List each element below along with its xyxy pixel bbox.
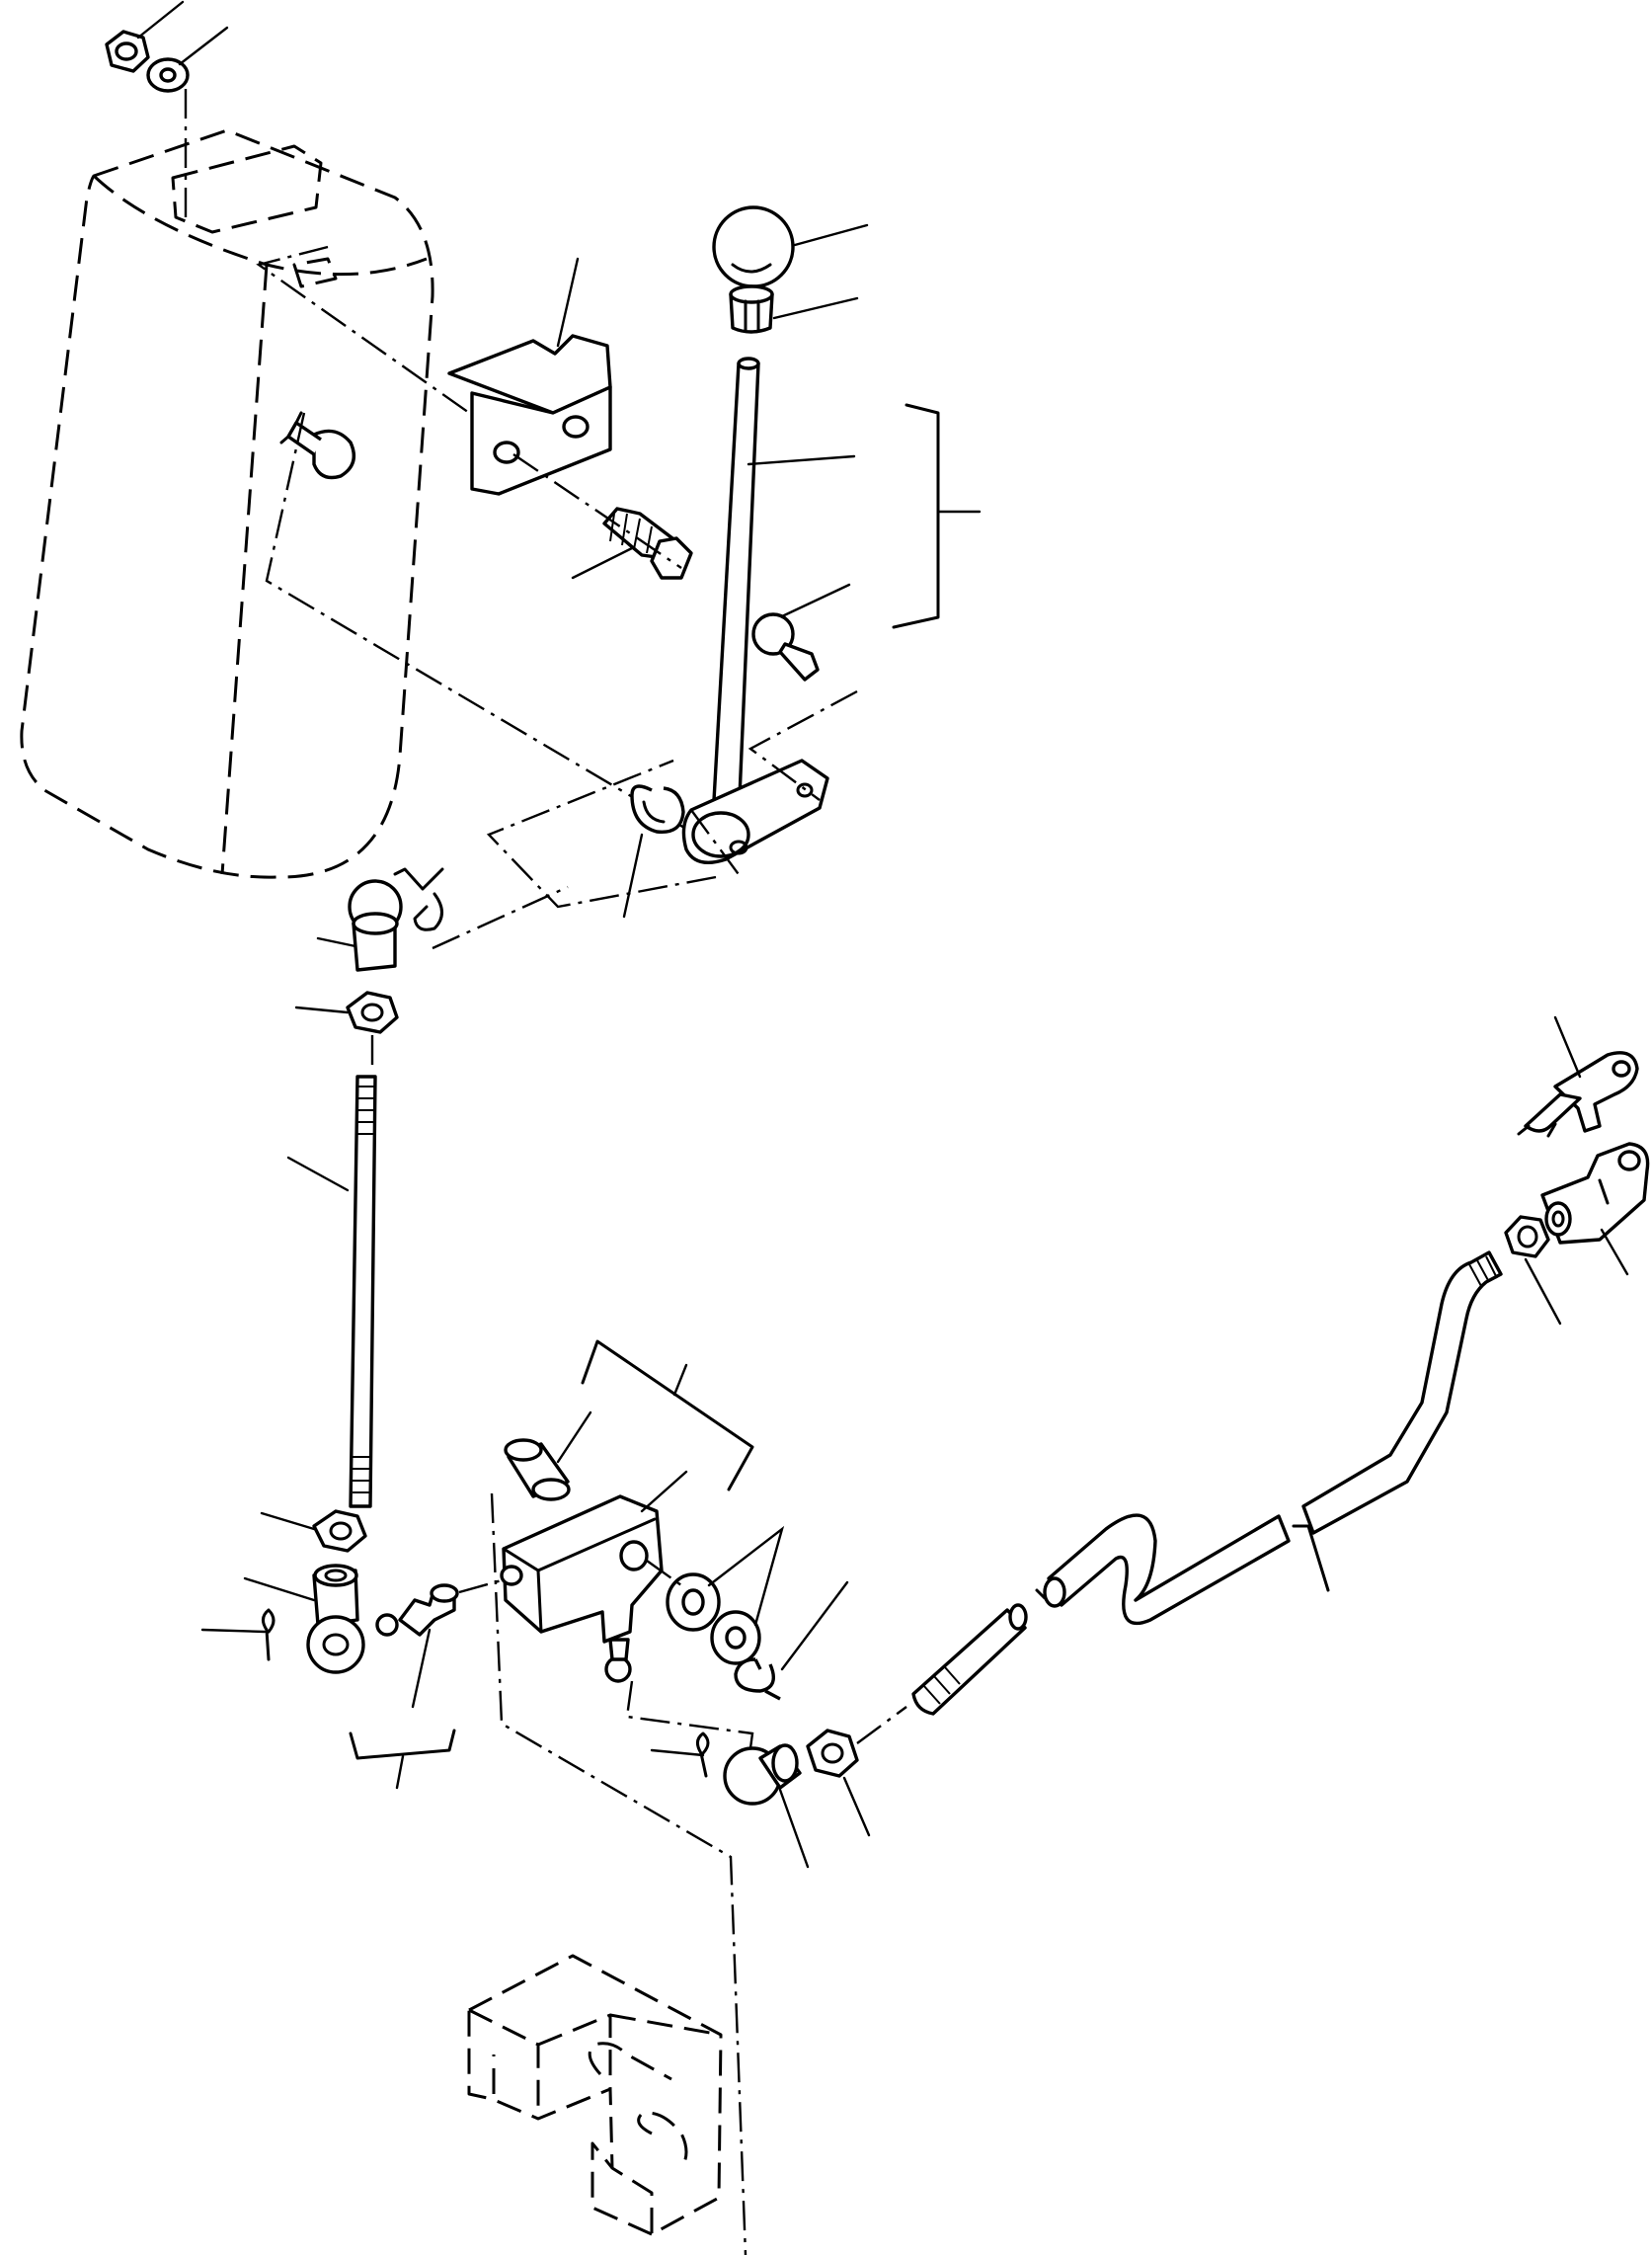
leader-snap-ring	[622, 833, 644, 919]
console-housing-phantom	[20, 128, 434, 879]
leader-upper-ball-socket	[316, 936, 357, 948]
centerline-washers	[646, 1560, 682, 1586]
centerline-ball-joint	[458, 1578, 503, 1594]
top-nut	[105, 30, 150, 73]
leader-flat-washers	[707, 1525, 785, 1627]
upper-rod-nut	[346, 991, 399, 1034]
flat-washer-a	[666, 1572, 721, 1632]
leader-bellcrank-assembly	[672, 1363, 688, 1397]
e-clip	[734, 1657, 781, 1701]
leader-clevis-nut	[1524, 1257, 1562, 1326]
ball-joint-pin	[375, 1583, 459, 1637]
leader-connecting-rod	[286, 1156, 350, 1192]
leader-ball-joint-pin	[411, 1628, 432, 1709]
break-mark-right	[1292, 1524, 1330, 1592]
leader-ball-joint-bracket	[395, 1754, 405, 1790]
ball-stud	[751, 612, 820, 682]
leader-shift-knob	[793, 223, 869, 247]
housing-screw	[279, 411, 355, 480]
mounting-block-phantom	[467, 1954, 723, 2236]
leader-lower-cotter-pin-right	[650, 1748, 705, 1757]
leader-shift-lever	[747, 454, 856, 466]
centerline-bellcrank-down	[625, 1680, 754, 1749]
snap-ring	[630, 784, 685, 835]
leader-bushing	[556, 1410, 592, 1464]
clevis	[1540, 1142, 1650, 1245]
leader-lower-cotter-pin-left	[200, 1628, 267, 1634]
centerline-upper-socket	[432, 885, 569, 950]
bellcrank	[500, 1494, 664, 1683]
bracket-upper-socket	[393, 867, 444, 891]
leader-top-washer	[178, 26, 229, 66]
hex-bolt	[602, 507, 693, 580]
lower-cotter-pin-right	[696, 1732, 710, 1778]
push-rod	[911, 1250, 1503, 1716]
centerline-housing-screw	[265, 412, 702, 840]
centerline-mount	[490, 1492, 747, 2255]
lower-rod-nut	[312, 1509, 367, 1553]
leader-lower-rod-nut	[260, 1511, 316, 1531]
leader-lower-ball-socket-right	[778, 1788, 810, 1869]
lower-ball-socket	[306, 1564, 365, 1674]
knob-sleeve	[729, 284, 774, 334]
bracket-ball-joint	[349, 1729, 456, 1760]
upper-cotter-pin	[413, 892, 443, 931]
flat-washer-b	[710, 1610, 761, 1665]
leader-clevis	[1600, 1228, 1629, 1276]
top-washer	[146, 57, 190, 93]
shift-knob	[712, 205, 795, 288]
centerline-lever-pivot	[690, 809, 742, 878]
leader-hex-bolt	[571, 546, 634, 580]
centerline-push-rod	[856, 1706, 907, 1744]
bracket-lever-assembly	[892, 403, 940, 629]
leader-e-clip	[780, 1580, 849, 1671]
leader-knob-sleeve	[772, 296, 859, 320]
connecting-rod	[349, 1075, 377, 1508]
leader-lower-ball-socket	[243, 1576, 316, 1602]
upper-ball-socket	[348, 879, 403, 972]
centerline-ball-stud	[747, 689, 858, 801]
clevis-pin	[1517, 1051, 1639, 1138]
leader-ball-stud	[780, 583, 851, 618]
leader-lower-jam-nut	[842, 1776, 871, 1837]
clevis-nut	[1504, 1215, 1550, 1258]
break-mark-left	[1035, 1588, 1047, 1600]
leader-bellcrank	[640, 1470, 688, 1513]
leader-upper-rod-nut	[294, 1006, 350, 1014]
leader-bracket	[556, 257, 580, 348]
bushing	[504, 1438, 571, 1501]
lower-jam-nut	[806, 1729, 859, 1778]
centerline-hex-bolt	[512, 453, 682, 569]
bracket	[447, 334, 612, 496]
leader-top-nut	[136, 0, 185, 40]
centerline-lever-to-rod	[486, 759, 717, 909]
leader-clevis-pin	[1553, 1015, 1582, 1079]
lower-cotter-pin-left	[262, 1608, 275, 1661]
bracket-bellcrank-assembly	[581, 1339, 754, 1491]
centerline-bracket	[256, 245, 473, 416]
lower-ball-socket-right	[723, 1743, 802, 1806]
shift-lever	[681, 357, 829, 864]
